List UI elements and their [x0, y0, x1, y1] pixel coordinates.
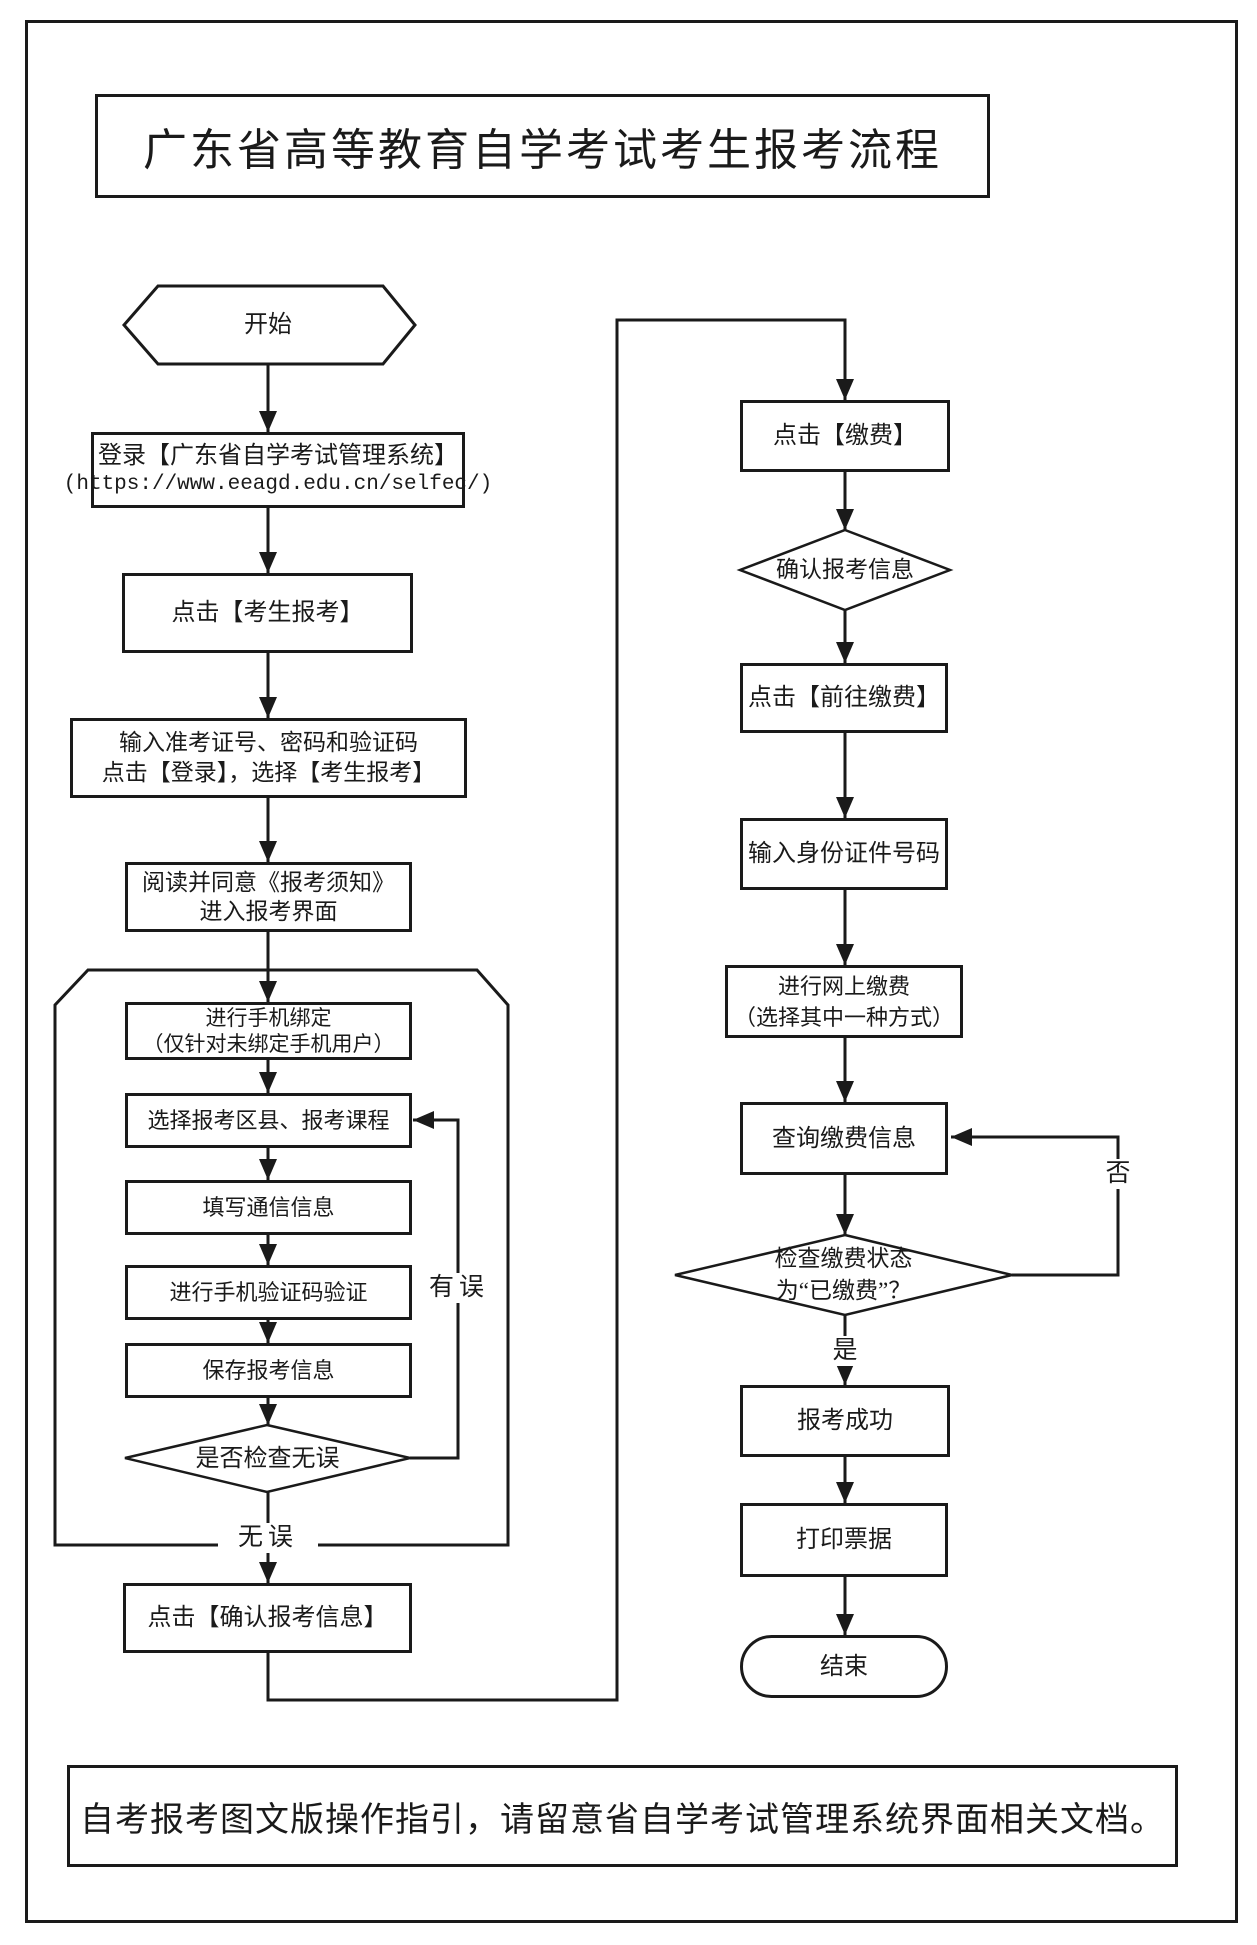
node-confirm-register-info-label: 确认报考信息 — [776, 557, 914, 582]
node-enter-id-number-label: 输入身份证件号码 — [748, 841, 940, 867]
node-online-pay: 进行网上缴费 （选择其中一种方式） — [725, 965, 963, 1038]
node-check-pay-status: 检查缴费状态 为“已缴费”？ — [675, 1235, 1012, 1315]
node-check-no-mistake-label: 是否检查无误 — [195, 1445, 340, 1472]
node-enter-credentials: 输入准考证号、密码和验证码 点击【登录】，选择【考生报考】 — [70, 718, 467, 798]
node-click-candidate-register-label: 点击【考生报考】 — [171, 600, 364, 626]
node-confirm-register-click-label: 点击【确认报考信息】 — [147, 1605, 388, 1631]
node-fill-contact-info: 填写通信信息 — [125, 1180, 412, 1235]
node-click-pay: 点击【缴费】 — [740, 400, 950, 472]
node-enter-id-number: 输入身份证件号码 — [740, 818, 948, 890]
node-online-pay-line2: （选择其中一种方式） — [733, 1004, 954, 1030]
node-check-pay-status-line2: 为“已缴费”？ — [775, 1278, 912, 1303]
node-register-success: 报考成功 — [740, 1385, 950, 1457]
node-query-pay-info: 查询缴费信息 — [740, 1102, 948, 1175]
node-verify-sms-code: 进行手机验证码验证 — [125, 1265, 412, 1320]
node-select-district-courses-label: 选择报考区县、报考课程 — [147, 1107, 390, 1133]
edge-label-error-text: 有误 — [428, 1274, 489, 1301]
page-border — [25, 20, 1238, 1923]
edge-label-yes-text: 是 — [832, 1337, 858, 1364]
edge-confirm-info-to-click-pay — [266, 318, 854, 1702]
node-save-register-info: 保存报考信息 — [125, 1343, 412, 1398]
node-bind-phone-line1: 进行手机绑定 — [205, 1006, 332, 1030]
node-check-pay-status-line1: 检查缴费状态 — [774, 1246, 913, 1271]
node-start-label: 开始 — [244, 312, 292, 338]
node-online-pay-line1: 进行网上缴费 — [777, 973, 910, 999]
title-box: 广东省高等教育自学考试考生报考流程 — [95, 94, 990, 198]
edge-no-loop — [951, 1128, 1120, 1277]
edge-label-no-text: 否 — [1105, 1160, 1131, 1187]
node-print-receipt: 打印票据 — [740, 1503, 948, 1577]
page-title: 广东省高等教育自学考试考生报考流程 — [143, 126, 942, 175]
edge-label-no: 否 — [1097, 1159, 1139, 1189]
node-confirm-register-info: 确认报考信息 — [740, 530, 950, 610]
node-bind-phone-line2: （仅针对未绑定手机用户） — [142, 1032, 395, 1056]
edge-label-error: 有误 — [428, 1273, 490, 1303]
edge-label-correct-text: 无误 — [237, 1524, 298, 1551]
edge-label-correct: 无误 — [218, 1523, 318, 1553]
node-print-receipt-label: 打印票据 — [796, 1527, 892, 1553]
edge-label-yes: 是 — [822, 1336, 868, 1366]
node-check-no-mistake: 是否检查无误 — [125, 1425, 410, 1492]
footer-note: 自考报考图文版操作指引，请留意省自学考试管理系统界面相关文档。 — [80, 1801, 1165, 1839]
node-end-label: 结束 — [820, 1653, 868, 1680]
node-end: 结束 — [740, 1635, 948, 1698]
node-select-district-courses: 选择报考区县、报考课程 — [125, 1093, 412, 1148]
node-save-register-info-label: 保存报考信息 — [202, 1357, 335, 1383]
node-enter-credentials-line1: 输入准考证号、密码和验证码 — [119, 730, 418, 755]
node-go-to-pay: 点击【前往缴费】 — [740, 663, 948, 733]
start-hexagon-shape — [122, 284, 417, 366]
node-go-to-pay-label: 点击【前往缴费】 — [748, 685, 940, 711]
node-login-line1: 登录【广东省自学考试管理系统】 — [98, 443, 458, 469]
node-click-pay-label: 点击【缴费】 — [773, 423, 917, 449]
subprocess-container-shape — [53, 968, 510, 1547]
node-register-success-label: 报考成功 — [797, 1408, 893, 1434]
node-click-candidate-register: 点击【考生报考】 — [122, 573, 413, 653]
node-confirm-register-click: 点击【确认报考信息】 — [123, 1583, 412, 1653]
node-read-notice-line1: 阅读并同意《报考须知》 — [142, 870, 395, 895]
node-read-notice-line2: 进入报考界面 — [199, 899, 338, 924]
node-start: 开始 — [124, 286, 412, 364]
footer-note-box: 自考报考图文版操作指引，请留意省自学考试管理系统界面相关文档。 — [67, 1765, 1178, 1867]
node-login-url: (https://www.eeagd.edu.cn/selfec/) — [63, 473, 493, 496]
node-read-notice: 阅读并同意《报考须知》 进入报考界面 — [125, 862, 412, 932]
node-login-system: 登录【广东省自学考试管理系统】 (https://www.eeagd.edu.c… — [64, 432, 492, 508]
node-enter-credentials-line2: 点击【登录】，选择【考生报考】 — [101, 760, 436, 785]
node-query-pay-info-label: 查询缴费信息 — [772, 1125, 916, 1152]
node-verify-sms-code-label: 进行手机验证码验证 — [169, 1279, 368, 1305]
node-fill-contact-info-label: 填写通信信息 — [202, 1194, 335, 1220]
node-bind-phone: 进行手机绑定 （仅针对未绑定手机用户） — [125, 1002, 412, 1060]
